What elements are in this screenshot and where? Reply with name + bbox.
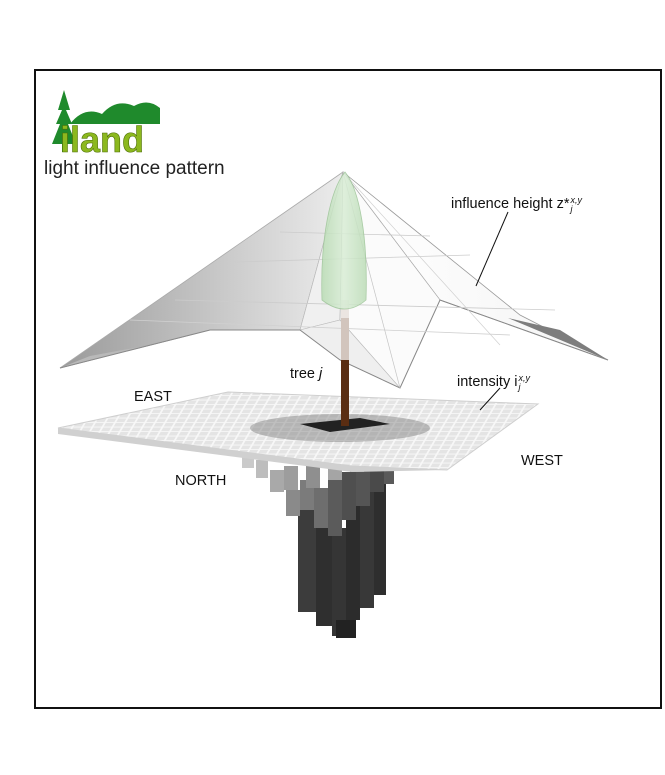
bar [270,470,284,492]
east-label: EAST [134,389,172,405]
bar [360,490,374,608]
bar [336,620,356,638]
bar [298,500,316,612]
bar [332,528,346,636]
bar [256,460,268,478]
influence-height-sub: j [571,204,573,214]
influence-height-text: influence height z* [451,196,570,212]
intensity-sub: j [518,382,520,392]
tree-label-text: tree [290,366,319,382]
intensity-text: intensity i [457,374,517,390]
bar [342,472,356,520]
bar [314,488,328,528]
north-label: NORTH [175,473,226,489]
bar [328,478,342,536]
tree-label-var: j [319,366,322,382]
bar [286,490,300,516]
bar [284,466,298,490]
tree-label: tree j [290,366,322,382]
intensity-bars [242,454,394,638]
influence-height-leader [476,212,508,286]
bar [374,475,386,595]
west-label: WEST [521,453,563,469]
